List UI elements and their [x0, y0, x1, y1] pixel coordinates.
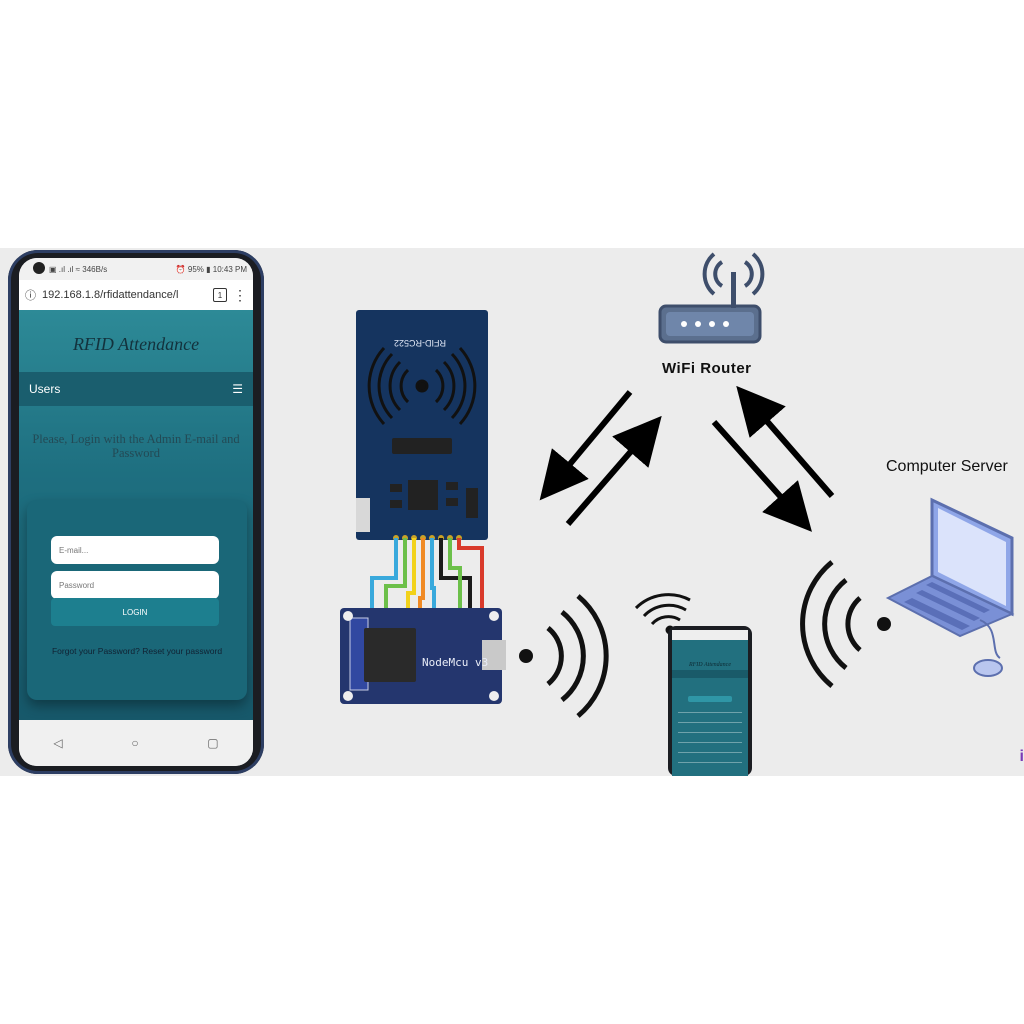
- nodemcu-label: NodeMcu v3: [422, 656, 488, 669]
- small-table-row: [678, 742, 742, 743]
- small-table-row: [678, 752, 742, 753]
- arrow-router-to-nodemcu: [539, 390, 633, 501]
- system-diagram: RFID-RC522 NodeMcu v3: [340, 252, 1015, 718]
- email-field[interactable]: E-mail...: [51, 536, 219, 564]
- nav-users-link[interactable]: Users: [29, 382, 61, 396]
- android-nav-bar: ◁ ○ ▢: [19, 720, 253, 766]
- reset-password-link[interactable]: Reset your password: [142, 646, 223, 656]
- wireless-signal-icon: [519, 594, 609, 718]
- rfid-module: RFID-RC522: [356, 310, 488, 541]
- small-table-row: [678, 732, 742, 733]
- small-button: [688, 696, 732, 702]
- web-app: RFID Attendance Users ☰ Please, Login wi…: [19, 310, 253, 720]
- small-phone-screen: RFID Attendance: [672, 630, 748, 776]
- small-table-row: [678, 762, 742, 763]
- tab-count-button[interactable]: 1: [213, 288, 227, 302]
- status-left: ▣ .ıl .ıl ≈ 346B/s: [49, 264, 108, 274]
- server-label: Computer Server: [886, 458, 1008, 475]
- arrow-nodemcu-to-router: [565, 415, 662, 526]
- small-table-row: [678, 712, 742, 713]
- small-nav-bar: [672, 670, 748, 678]
- wifi-router: [658, 252, 765, 344]
- browser-menu-icon[interactable]: ⋮: [233, 287, 247, 303]
- info-icon[interactable]: ⓘ: [25, 290, 36, 302]
- nodemcu-board: NodeMcu v3: [340, 608, 506, 704]
- arrow-server-to-router: [736, 385, 835, 498]
- browser-url-bar[interactable]: ⓘ 192.168.1.8/rfidattendance/l 1 ⋮: [19, 280, 253, 311]
- data-flow-arrows: [539, 385, 835, 532]
- phone-screen: ▣ .ıl .ıl ≈ 346B/s ⏰ 95% ▮ 10:43 PM ⓘ 19…: [19, 258, 253, 766]
- small-app-title: RFID Attendance: [688, 662, 732, 668]
- url-text[interactable]: 192.168.1.8/rfidattendance/l: [42, 289, 179, 301]
- recent-apps-key-icon[interactable]: ▢: [207, 736, 219, 750]
- password-field[interactable]: Password: [51, 571, 219, 599]
- home-key-icon[interactable]: ○: [131, 736, 139, 750]
- login-card: E-mail... Password LOGIN Forgot your Pas…: [27, 500, 247, 700]
- app-title: RFID Attendance: [72, 334, 200, 354]
- status-bar: ▣ .ıl .ıl ≈ 346B/s ⏰ 95% ▮ 10:43 PM: [19, 258, 253, 280]
- mouse-icon: [973, 659, 1003, 677]
- hamburger-menu-icon[interactable]: ☰: [232, 382, 243, 396]
- small-url-bar: [672, 630, 748, 640]
- connection-wires: [370, 538, 484, 612]
- channel-logo: i: [1019, 748, 1024, 765]
- rfid-antenna-icon: [367, 346, 477, 426]
- camera-icon: [33, 262, 45, 274]
- smartphone: ▣ .ıl .ıl ≈ 346B/s ⏰ 95% ▮ 10:43 PM ⓘ 19…: [8, 250, 264, 774]
- forgot-password-text: Forgot your Password? Reset your passwor…: [47, 644, 227, 658]
- back-key-icon[interactable]: ◁: [53, 736, 63, 750]
- nav-bar: Users ☰: [19, 372, 253, 406]
- laptop-icon: [885, 497, 1015, 677]
- arrow-router-to-server: [711, 420, 812, 532]
- login-prompt: Please, Login with the Admin E-mail and …: [32, 432, 240, 460]
- laptop-signal-icon: [800, 560, 891, 688]
- forgot-password-label: Forgot your Password?: [51, 646, 140, 656]
- diagram-frame: ▣ .ıl .ıl ≈ 346B/s ⏰ 95% ▮ 10:43 PM ⓘ 19…: [0, 248, 1024, 776]
- status-right: ⏰ 95% ▮ 10:43 PM: [175, 264, 247, 274]
- small-smartphone: RFID Attendance: [668, 626, 752, 776]
- rfid-module-label: RFID-RC522: [394, 338, 446, 348]
- router-signal-icon: [702, 252, 765, 296]
- login-button[interactable]: LOGIN: [51, 598, 219, 626]
- small-table-row: [678, 722, 742, 723]
- router-label: WiFi Router: [662, 360, 752, 377]
